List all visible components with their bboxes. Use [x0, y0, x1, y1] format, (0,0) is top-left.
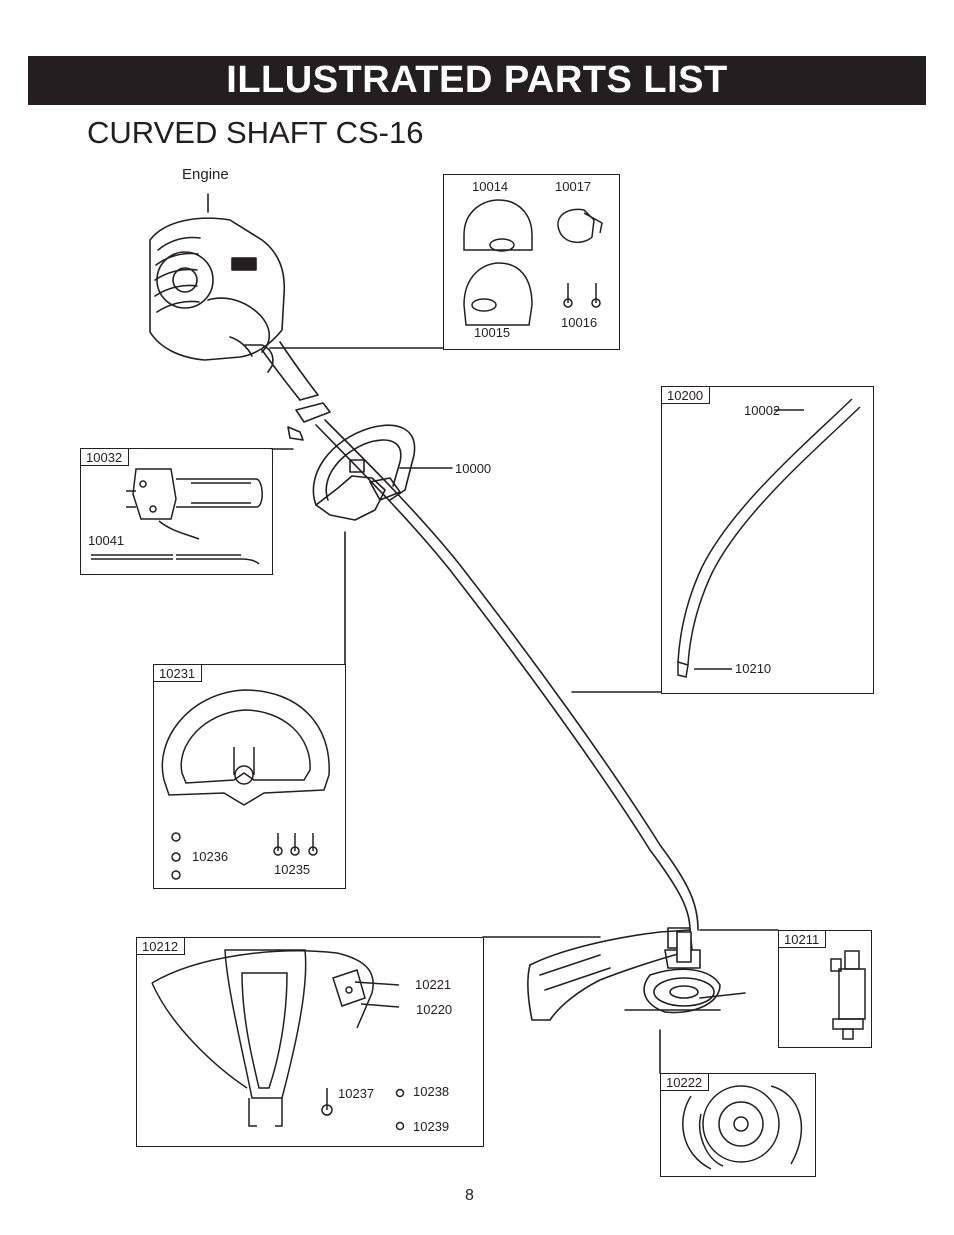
part-label-10000: 10000 — [455, 461, 492, 476]
drive-shaft-box: 10200 — [661, 386, 874, 694]
page-number: 8 — [465, 1187, 474, 1204]
part-label-10017: 10017 — [555, 179, 592, 194]
box-tag-10211: 10211 — [779, 931, 827, 948]
trimmer-head-icon — [682, 1085, 803, 1170]
box-tag-10231: 10231 — [154, 665, 203, 682]
deflector-icon — [151, 949, 405, 1131]
engine-label: Engine — [182, 166, 229, 183]
part-label-10210: 10210 — [735, 661, 772, 676]
trimmer-assembly — [527, 927, 746, 1021]
trimmer-head-box: 10222 — [660, 1073, 816, 1177]
handle-kit-icon — [161, 689, 330, 880]
box-tag-10222: 10222 — [661, 1074, 710, 1091]
part-label-10014: 10014 — [472, 179, 509, 194]
part-label-10237: 10237 — [338, 1086, 375, 1101]
part-label-10041: 10041 — [88, 533, 125, 548]
engine-cover-box: 10014 10017 10015 10016 — [443, 174, 620, 350]
part-label-10238: 10238 — [413, 1084, 450, 1099]
box-tag-10200: 10200 — [662, 387, 711, 404]
part-label-10235: 10235 — [274, 862, 311, 877]
header-bar: ILLUSTRATED PARTS LIST — [28, 56, 926, 105]
box-tag-10032: 10032 — [81, 449, 130, 466]
deflector-box: 10212 10221 10220 10237 10238 10239 — [136, 937, 484, 1147]
part-label-10239: 10239 — [413, 1119, 450, 1134]
page-subtitle: CURVED SHAFT CS-16 — [87, 115, 424, 150]
engine-illustration — [149, 217, 331, 441]
throttle-box: 10032 10041 — [80, 448, 273, 575]
part-label-10002: 10002 — [744, 403, 781, 418]
part-label-10236: 10236 — [192, 849, 229, 864]
throttle-parts-icon — [91, 468, 263, 565]
page-title: ILLUSTRATED PARTS LIST — [226, 59, 728, 101]
engine-cover-parts-icon — [463, 199, 603, 326]
main-shaft — [315, 419, 699, 931]
box-tag-10212: 10212 — [137, 938, 186, 955]
drive-shaft-icon — [677, 398, 861, 678]
gear-head-box: 10211 — [778, 930, 872, 1048]
part-label-10220: 10220 — [416, 1002, 453, 1017]
handle-kit-box: 10231 10236 10235 — [153, 664, 346, 889]
part-label-10015: 10015 — [474, 325, 511, 340]
part-label-10221: 10221 — [415, 977, 452, 992]
part-label-10016: 10016 — [561, 315, 598, 330]
gear-head-icon — [830, 950, 866, 1040]
handle-illustration — [312, 424, 416, 521]
